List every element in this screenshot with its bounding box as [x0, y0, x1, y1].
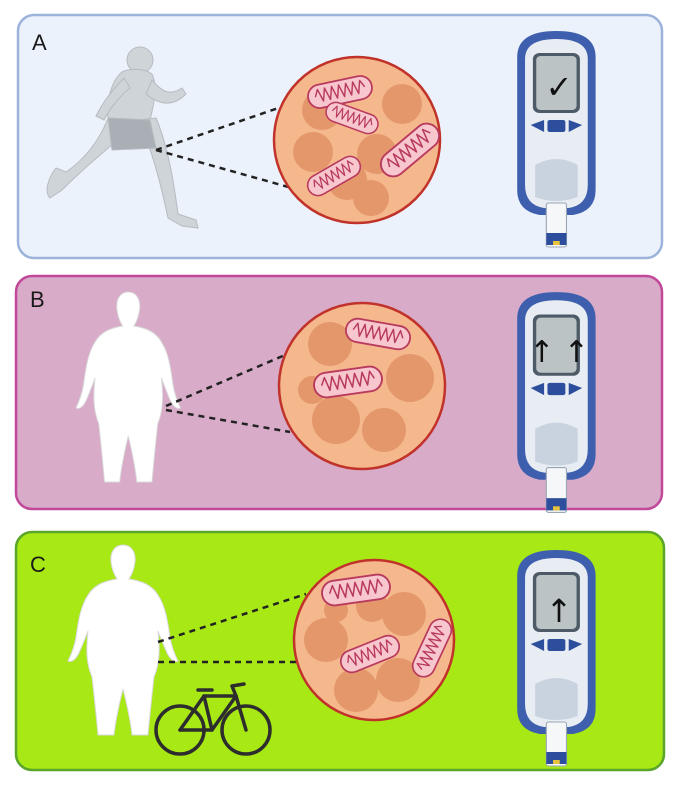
panel-b-label: B	[30, 287, 45, 312]
panel-c-label: C	[30, 552, 46, 577]
glucometer-c: ↑	[516, 549, 597, 767]
meter-reading-c: ↑	[546, 592, 573, 630]
muscle-cell-b	[277, 301, 447, 471]
pointer-line-b-bottom	[165, 408, 291, 434]
panel-a-label: A	[32, 30, 47, 55]
panel-c: C	[14, 530, 666, 772]
pointer-line-c-top	[157, 592, 307, 644]
pointer-line-a-top	[155, 102, 291, 152]
pointer-line-a-bottom	[155, 148, 293, 190]
lipid-droplets-c	[304, 590, 426, 712]
meter-reading-a: ✓	[546, 68, 573, 106]
bicycle-icon	[154, 682, 272, 756]
muscle-cell-a	[272, 55, 446, 225]
pointer-line-b-top	[165, 350, 293, 408]
panel-a: A	[16, 13, 664, 260]
meter-reading-b: ↑ ↑	[529, 335, 589, 370]
glucometer-a: ✓	[516, 30, 597, 248]
panel-b: B ↑ ↑	[14, 274, 664, 514]
runner-icon	[46, 46, 199, 229]
lipid-droplets-b	[298, 322, 434, 452]
glucometer-b: ↑ ↑	[516, 291, 597, 514]
muscle-cell-c	[292, 558, 456, 722]
